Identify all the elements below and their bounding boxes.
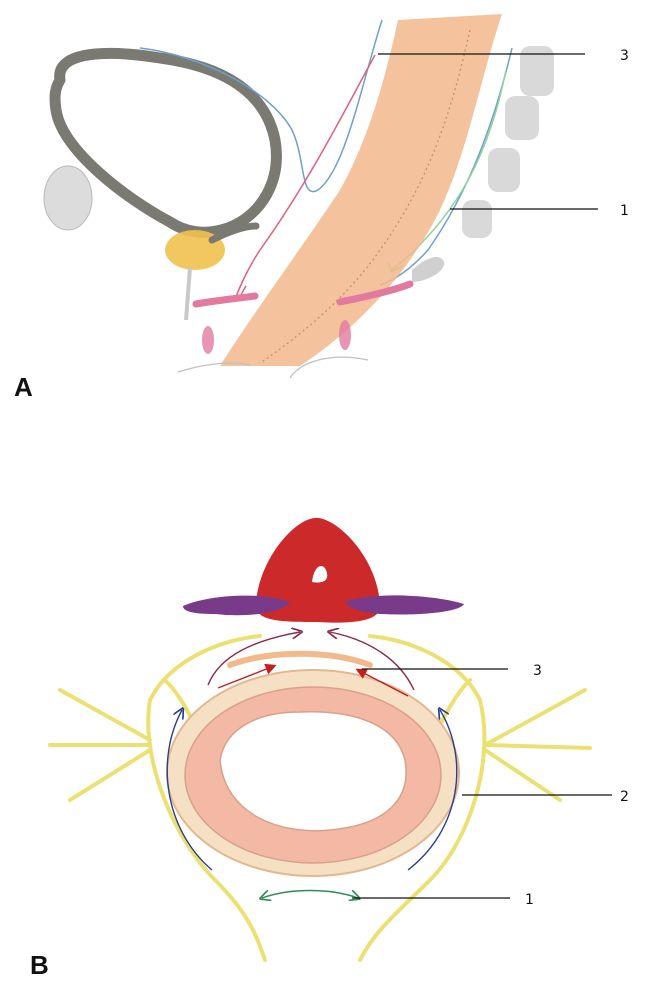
green-arrow-bottom [262, 891, 358, 899]
callout-number-b2: 2 [620, 789, 629, 805]
callout-number-a1: 1 [620, 203, 629, 219]
panel-label-b: B [30, 950, 49, 981]
denonvilliers-fascia-band [230, 654, 370, 665]
sacral-vertebra [505, 96, 539, 140]
callout-number-b1: 1 [525, 892, 534, 908]
levator-ani-left [196, 296, 255, 304]
panel-label-a: A [14, 372, 33, 403]
urethra [186, 268, 190, 320]
pubic-bone [44, 166, 92, 230]
sacral-vertebra [462, 200, 492, 238]
anal-sphincter [202, 326, 214, 354]
anal-sphincter [339, 320, 351, 350]
sacral-vertebra [488, 148, 520, 192]
panel-a-illustration [44, 14, 598, 378]
callout-number-a3: 3 [620, 48, 629, 64]
rectum [220, 14, 502, 366]
callout-number-b3: 3 [533, 663, 542, 679]
